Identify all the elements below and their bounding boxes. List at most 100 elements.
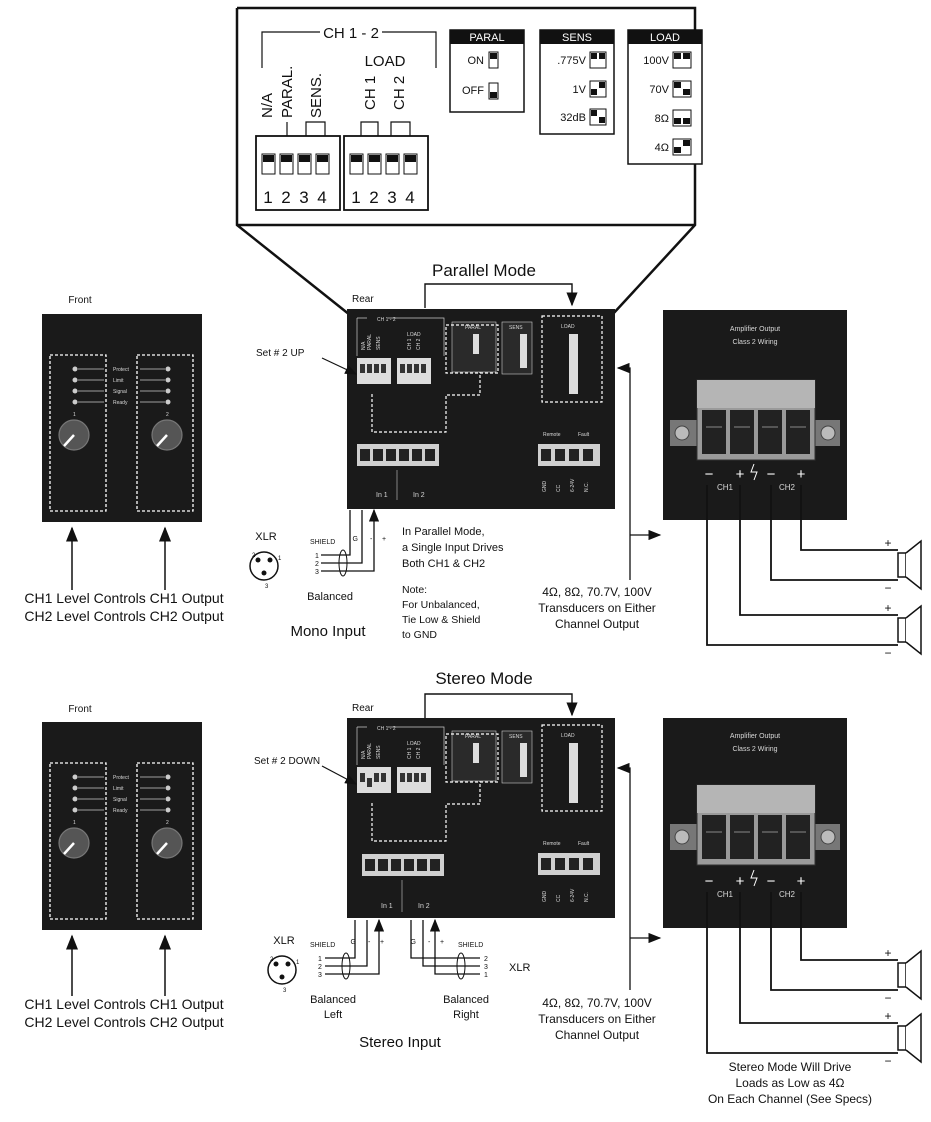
speaker-icon: [897, 604, 922, 656]
pr-ch12: CH 1 - 2: [377, 317, 396, 323]
sens-32db: 32dB: [560, 112, 586, 124]
stereo-input-title: Stereo Input: [359, 1034, 442, 1051]
pa-term-plus-1: +: [736, 466, 745, 483]
pr-term-cc: CC: [556, 484, 562, 492]
callout-ch12: CH 1 - 2: [323, 25, 379, 42]
stereo-xlr-left-label: XLR: [273, 935, 294, 947]
svg-text:G: G: [411, 939, 416, 946]
parallel-note-mode-1: In Parallel Mode,: [402, 526, 485, 538]
dipb-num-2: 2: [369, 188, 378, 207]
svg-text:PARAL: PARAL: [367, 334, 373, 350]
stereo-transducers-2: Transducers on Either: [538, 1012, 656, 1026]
parallel-rear-label: Rear: [352, 294, 374, 305]
load-4ohm: 4Ω: [655, 142, 669, 154]
pr-remote: Remote: [543, 432, 561, 438]
pa-term-minus-1: −: [705, 466, 714, 483]
stereo-note-1: Stereo Mode Will Drive: [729, 1060, 852, 1074]
svg-text:SENS: SENS: [376, 336, 382, 350]
pf-led-protect: Protect: [113, 367, 129, 373]
sa-term-minus-2: −: [767, 873, 776, 890]
parallel-front-panel: [42, 314, 202, 522]
sf-led-ready: Ready: [113, 808, 128, 814]
svg-text:+: +: [382, 536, 386, 543]
stereo-amp-title-2: Class 2 Wiring: [732, 746, 777, 753]
sspk1-minus: −: [884, 991, 891, 1005]
sf-led-limit: Limit: [113, 786, 124, 792]
parallel-amp-title-2: Class 2 Wiring: [732, 339, 777, 346]
stereo-xlr-right-label: XLR: [509, 962, 530, 974]
stereo-balanced-right-1: Balanced: [443, 994, 489, 1006]
parallel-set-label: Set # 2 UP: [256, 348, 305, 359]
svg-text:1: 1: [484, 972, 488, 979]
pf-ch2-num: 2: [166, 412, 169, 418]
callout-paral: PARAL.: [279, 66, 296, 118]
speaker-icon: [897, 539, 922, 591]
pr-fault: Fault: [578, 432, 590, 438]
sr-ch12: CH 1 - 2: [377, 726, 396, 732]
dipa-num-1: 1: [263, 188, 272, 207]
sr-in1: In 1: [381, 903, 393, 910]
parallel-note-mode-2: a Single Input Drives: [402, 542, 504, 554]
sf-led-protect: Protect: [113, 775, 129, 781]
svg-text:N/A: N/A: [361, 750, 367, 759]
load-8ohm: 8Ω: [655, 113, 669, 125]
pf-level-text-1: CH1 Level Controls CH1 Output: [24, 590, 223, 606]
stereo-note-2: Loads as Low as 4Ω: [735, 1076, 844, 1090]
parallel-xlr-label: XLR: [255, 531, 276, 543]
svg-text:-: -: [428, 939, 431, 946]
stereo-balanced-left-2: Left: [324, 1009, 342, 1021]
callout-sens: SENS.: [308, 73, 325, 118]
svg-text:3: 3: [265, 584, 269, 590]
stereo-balanced-right-2: Right: [453, 1009, 479, 1021]
pa-ch2: CH2: [779, 483, 796, 492]
callout-load: LOAD: [365, 53, 406, 70]
svg-text:1: 1: [296, 960, 300, 966]
sens-775: .775V: [557, 55, 586, 67]
svg-text:G: G: [351, 939, 356, 946]
sf-ch2-num: 2: [166, 820, 169, 826]
stereo-front-label: Front: [68, 704, 92, 715]
callout-na: N/A: [259, 93, 276, 118]
pf-led-limit: Limit: [113, 378, 124, 384]
pr-in2: In 2: [413, 492, 425, 499]
pspk2-minus: −: [884, 646, 891, 660]
stereo-rear-label: Rear: [352, 703, 374, 714]
parallel-balanced: Balanced: [307, 591, 353, 603]
stereo-note-3: On Each Channel (See Specs): [708, 1092, 872, 1106]
svg-text:1: 1: [318, 956, 322, 963]
stereo-set-label: Set # 2 DOWN: [254, 756, 320, 767]
parallel-section: Parallel Mode Front Protect Limit Signal…: [24, 261, 922, 660]
pf-level-text-2: CH2 Level Controls CH2 Output: [24, 608, 223, 624]
callout-ch2: CH 2: [391, 76, 408, 110]
svg-text:2: 2: [252, 553, 256, 559]
dipa-num-4: 4: [317, 188, 326, 207]
paral-off: OFF: [462, 85, 484, 97]
sr-term-624v: 6-24V: [570, 888, 576, 902]
sr-in2: In 2: [418, 903, 430, 910]
sa-term-plus-2: +: [797, 873, 806, 890]
sr-term-gnd: GND: [542, 891, 548, 903]
svg-text:+: +: [440, 939, 444, 946]
svg-text:-: -: [370, 536, 373, 543]
svg-text:CH 2: CH 2: [416, 747, 422, 759]
dipa-num-3: 3: [299, 188, 308, 207]
svg-text:3: 3: [283, 988, 287, 994]
svg-text:LOAD: LOAD: [407, 741, 421, 747]
svg-text:3: 3: [318, 972, 322, 979]
sf-ch1-num: 1: [73, 820, 76, 826]
sr-term-cc: CC: [556, 894, 562, 902]
pspk1-minus: −: [884, 581, 891, 595]
stereo-shield-right: SHIELD: [458, 942, 483, 949]
stereo-transducers-1: 4Ω, 8Ω, 70.7V, 100V: [542, 996, 652, 1010]
svg-text:1: 1: [315, 553, 319, 560]
sr-paral: PARAL: [465, 734, 481, 740]
svg-text:PARAL: PARAL: [367, 743, 373, 759]
svg-text:CH 1: CH 1: [407, 338, 413, 350]
sens-1v: 1V: [573, 84, 587, 96]
stereo-shield-left: SHIELD: [310, 942, 335, 949]
svg-text:CH 2: CH 2: [416, 338, 422, 350]
svg-text:3: 3: [484, 964, 488, 971]
svg-text:1: 1: [278, 556, 282, 562]
pa-term-minus-2: −: [767, 466, 776, 483]
sa-term-minus-1: −: [705, 873, 714, 890]
